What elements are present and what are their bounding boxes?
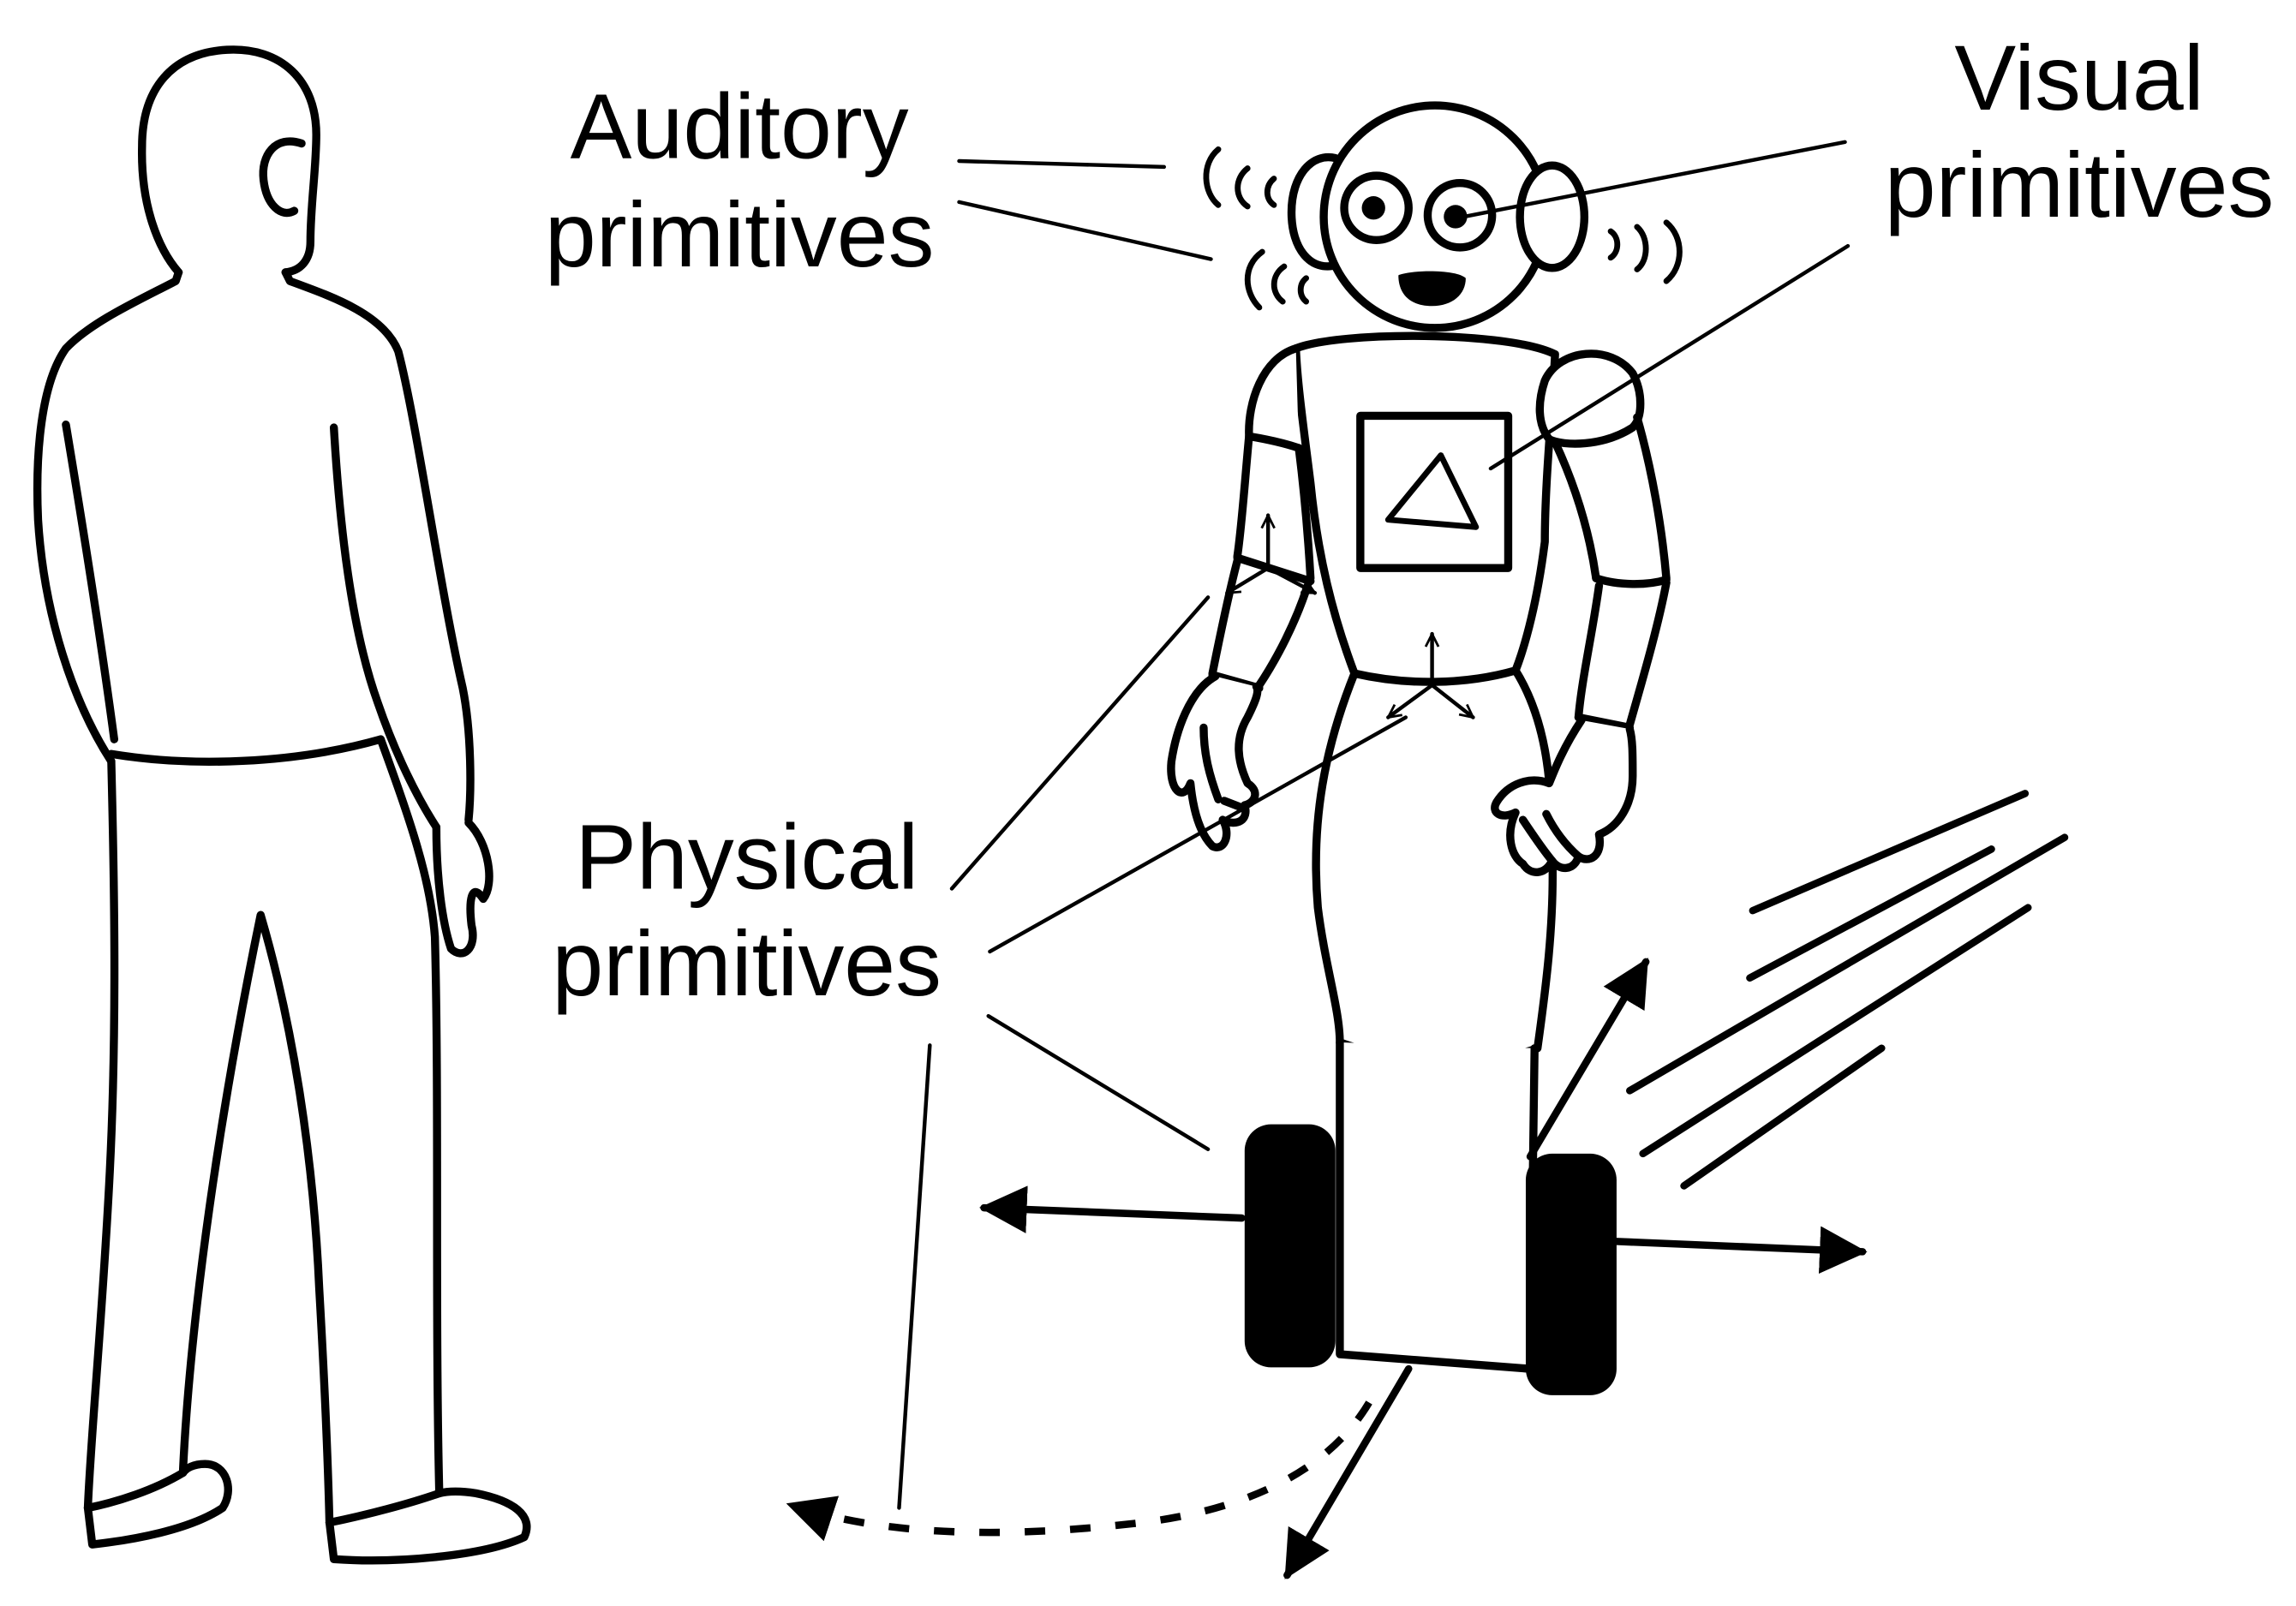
robot-left-hand	[1167, 672, 1262, 851]
speed-lines	[1626, 790, 2069, 1190]
robot-left-shoulder	[1245, 344, 1303, 452]
person-right-hem	[325, 1489, 444, 1527]
auditory-leader-line	[957, 200, 1213, 261]
person-waistline	[107, 735, 386, 766]
person-ear	[259, 137, 306, 218]
sound-waves-lower-left	[1244, 248, 1310, 311]
move-right-arrow	[1612, 1226, 1868, 1275]
person-right-hand	[432, 818, 493, 958]
robot-right-ear	[1516, 161, 1589, 272]
joint-axis-arrow	[1430, 683, 1474, 719]
joint-axis-arrow	[1388, 683, 1434, 719]
move-left-arrow	[979, 1185, 1246, 1233]
motion-arrows	[786, 958, 1868, 1579]
robot-base	[1336, 1038, 1539, 1373]
visual-leader-line	[1462, 140, 1847, 219]
robot-screen-triangle-icon	[1384, 452, 1480, 530]
person-left-leg-outer	[83, 757, 119, 1513]
auditory-label-line-2: primitives	[545, 183, 935, 286]
move-forward-arrow	[1526, 958, 1650, 1161]
robot-left-pupil	[1361, 196, 1385, 220]
person-left-foot	[83, 1460, 232, 1549]
sound-waves-right	[1607, 219, 1683, 284]
sound-wave-arc	[1264, 176, 1277, 208]
sound-wave-arc	[1271, 263, 1288, 305]
visual-label-line-1: Visual	[1954, 27, 2203, 129]
physical-primitives-label: Physical primitives	[552, 805, 942, 1015]
robot-right-wrist	[1574, 713, 1635, 732]
robot-left-wheel	[1244, 1124, 1336, 1368]
person-torso-right-outline	[281, 268, 475, 824]
joint-axis-arrow	[1265, 565, 1315, 595]
robot-right-wheel	[1525, 1153, 1617, 1395]
robot-left-fingers	[1199, 723, 1247, 813]
move-backward-arrow	[1283, 1364, 1413, 1579]
auditory-primitives-label: Auditory primitives	[545, 75, 935, 286]
physical-label-line-2: primitives	[552, 912, 942, 1015]
sound-wave-arc	[1634, 224, 1649, 272]
person-head	[138, 45, 320, 277]
sound-wave-arc	[1244, 248, 1265, 311]
rotation-arrow	[786, 1400, 1372, 1542]
sound-wave-arc	[1607, 228, 1621, 261]
person-right-arm-inner	[329, 423, 441, 832]
physical-leader-line	[988, 715, 1408, 954]
sound-wave-arc	[1297, 275, 1310, 305]
person-legs-inner	[178, 910, 334, 1527]
joint-axis-arrow	[1227, 565, 1271, 595]
person-right-foot	[325, 1487, 531, 1565]
speed-line	[1626, 833, 2069, 1095]
robot-left-upper-arm	[1233, 432, 1315, 582]
robot-right-pupil	[1444, 205, 1468, 229]
leader-lines	[897, 140, 1851, 1510]
physical-label-line-1: Physical	[575, 805, 918, 908]
robot-left-forearm	[1208, 556, 1312, 690]
auditory-leader-line	[957, 158, 1167, 170]
robot-right-upper-arm	[1551, 413, 1671, 582]
robot-right-elbow	[1592, 574, 1671, 588]
physical-leader-line	[897, 1043, 932, 1510]
speed-line	[1749, 790, 2030, 915]
speed-line	[1746, 845, 1995, 982]
sound-waves-upper-left	[1203, 146, 1277, 210]
sound-wave-arc	[1203, 146, 1222, 208]
visual-primitives-label: Visual primitives	[1885, 27, 2275, 236]
speed-line	[1639, 904, 2032, 1158]
speed-line	[1680, 1044, 1886, 1190]
robot-chest-screen	[1356, 411, 1513, 572]
robot-mouth	[1398, 271, 1466, 307]
sound-wave-arc	[1235, 165, 1251, 210]
person-torso-left-outline	[33, 268, 183, 766]
person-right-leg-outer	[376, 735, 444, 1498]
visual-label-line-2: primitives	[1885, 134, 2275, 236]
auditory-label-line-1: Auditory	[571, 75, 909, 178]
robot-right-fingers	[1518, 809, 1583, 865]
robot-skirt	[1312, 666, 1558, 1066]
person-figure	[33, 45, 531, 1565]
person-left-arm-inner	[62, 420, 119, 743]
elbow-joint-axes	[1227, 513, 1315, 595]
visual-leader-line	[1488, 243, 1851, 471]
robot-right-forearm	[1574, 578, 1671, 729]
physical-leader-line	[986, 1013, 1211, 1151]
person-left-hem	[83, 1468, 188, 1513]
physical-leader-line	[949, 595, 1211, 891]
hip-joint-axes	[1388, 631, 1474, 719]
robot-figure	[1167, 101, 1683, 1395]
sound-wave-arc	[1663, 219, 1683, 284]
